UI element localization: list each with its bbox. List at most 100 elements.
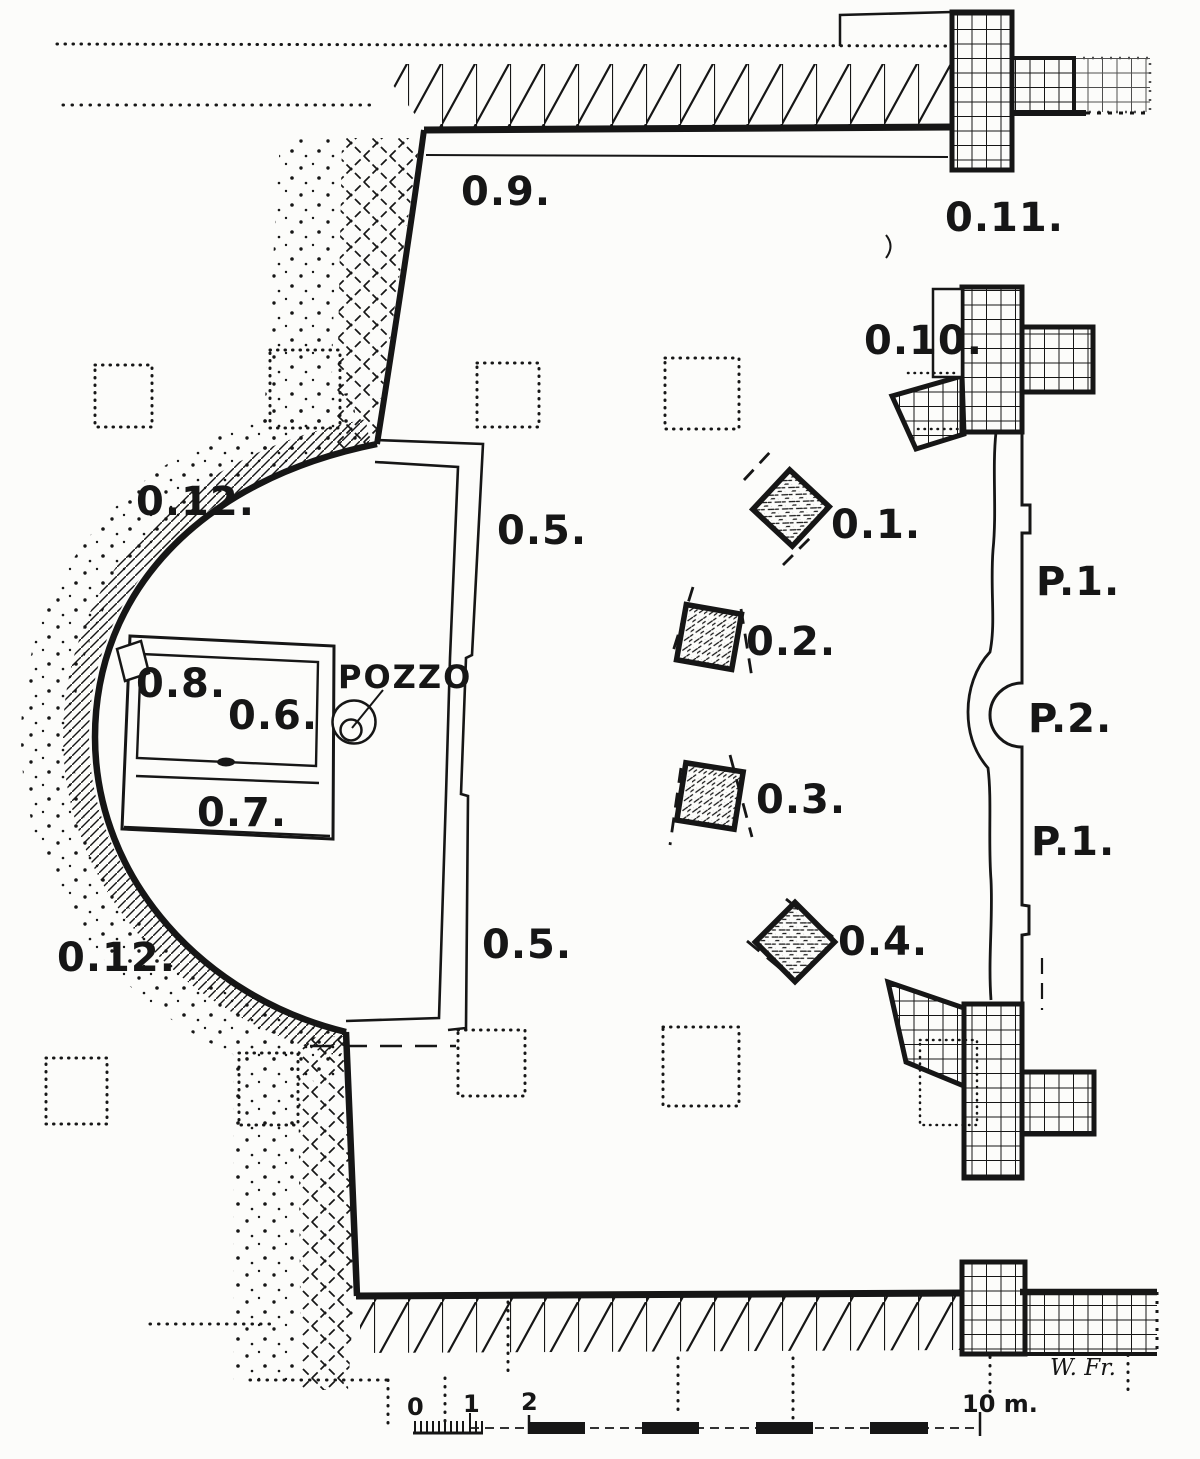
north-outer-dotted-line (55, 42, 950, 48)
label-0-3: 0.3. (756, 777, 846, 823)
north-wall-face-line (423, 123, 954, 134)
stray-mark (885, 234, 892, 259)
west-wall-line-top (374, 129, 427, 445)
east-wall-outer-line (988, 432, 1032, 1002)
well-inner-circle (339, 718, 363, 742)
scale-label-0: 0 (407, 1393, 424, 1421)
pillar-03 (673, 759, 747, 833)
pier-010-east-arm (1019, 324, 1096, 395)
label-p1-north: P.1. (1036, 559, 1120, 605)
west-wall-hatch-top (336, 138, 420, 454)
scale-bar-segment-4 (870, 1422, 928, 1434)
pier-011-arm-ruined (1072, 56, 1152, 114)
room-06-outline (135, 652, 320, 768)
label-0-12-south: 0.12. (57, 935, 176, 981)
foundation-square-sw2 (237, 1051, 300, 1127)
north-wall-hatching (377, 64, 952, 129)
pillars (668, 449, 839, 986)
label-0-4: 0.4. (838, 919, 928, 965)
pillar-01-dash-b (782, 536, 812, 566)
find-spot-mark (217, 757, 235, 767)
label-0-1: 0.1. (831, 502, 921, 548)
pillar-04 (751, 898, 839, 986)
apse-hatch-band (62, 419, 371, 1057)
plan-labels: 0.9. 0.11. 0.10. 0.12. 0.12. 0.5. 0.5. 0… (57, 169, 1120, 1421)
south-pier-band (1025, 1292, 1157, 1354)
pillar-02-dash-b (739, 608, 754, 679)
south-wall-hatching (360, 1295, 960, 1353)
south-wall (148, 1259, 1159, 1426)
room-08-pilaster (115, 639, 151, 683)
foundation-square-nw1 (93, 363, 154, 429)
pier-011-arm (1010, 56, 1076, 114)
label-0-5-north: 0.5. (497, 508, 587, 554)
foundation-square-nw2 (268, 348, 342, 430)
label-0-9: 0.9. (461, 169, 551, 215)
apse-wall-line (91, 440, 378, 1036)
west-stipple-bottom (233, 1042, 296, 1380)
scale-label-2: 2 (521, 1388, 538, 1416)
scale-bar-segment-2 (642, 1422, 699, 1434)
pier-southeast (884, 978, 1097, 1181)
apse-stipple-band (20, 392, 361, 1086)
foundation-square-n2 (663, 356, 741, 431)
pillar-04-dash-b (746, 939, 794, 981)
label-signature: W. Fr. (1050, 1355, 1116, 1381)
room-07-divider-line (135, 774, 320, 785)
pillar-02-dash-a (669, 586, 695, 659)
room-block-outline (120, 634, 336, 841)
north-annex-outline (838, 10, 953, 46)
pier-011-bar (949, 9, 1015, 173)
foundation-square-sw1 (44, 1056, 109, 1126)
scale-bar (413, 1412, 982, 1436)
label-0-10: 0.10. (864, 318, 983, 364)
south-wall-face-line (355, 1289, 964, 1300)
label-p1-south: P.1. (1031, 819, 1115, 865)
scale-label-10: 10 m. (962, 1390, 1038, 1418)
label-0-6: 0.6. (228, 693, 318, 739)
scale-label-1: 1 (463, 1390, 480, 1418)
pier-se-dotted-foundation (918, 1038, 979, 1127)
pier-010 (888, 284, 1096, 453)
label-0-5-south: 0.5. (482, 922, 572, 968)
east-wall-inner-wavy-line (966, 431, 998, 1001)
room-block-inner-bottom-line (123, 825, 331, 838)
west-wall-hatch-bottom (298, 1036, 354, 1296)
foundation-square-n1 (475, 361, 541, 429)
pillar-02 (673, 601, 745, 673)
foundation-square-s1 (456, 1028, 527, 1098)
pillar-01 (748, 465, 834, 551)
label-0-7: 0.7. (197, 790, 287, 836)
pier-se-bar (961, 1001, 1025, 1181)
pillar-03-dash-b (728, 754, 754, 838)
pier-010-southwest-arm (888, 372, 967, 453)
chancel-wall-inner-line (345, 460, 460, 1023)
chancel-wall-outer-line (376, 438, 485, 1032)
well-leader-line (351, 689, 384, 729)
label-0-8: 0.8. (136, 661, 226, 707)
west-wall-line-bottom (342, 1031, 361, 1297)
label-0-12-north: 0.12. (136, 479, 255, 525)
scale-bar-segment-3 (756, 1422, 813, 1434)
east-wall (966, 431, 1044, 1010)
pier-010-bar (959, 284, 1025, 435)
foundation-square-s2 (661, 1025, 741, 1108)
south-pier-block (959, 1259, 1028, 1357)
label-0-11: 0.11. (945, 195, 1064, 241)
pillar-03-dash-a (668, 767, 683, 846)
north-wall (55, 9, 1152, 259)
scale-comb-teeth (414, 1413, 483, 1433)
label-0-2: 0.2. (746, 619, 836, 665)
pier-se-northwest-arm (884, 978, 967, 1090)
pillar-04-dash-a (785, 897, 834, 939)
pier-010-annex-outline (931, 287, 964, 379)
label-p2: P.2. (1028, 696, 1112, 742)
foundation-squares (44, 348, 741, 1127)
west-stipple-top (262, 138, 338, 452)
chancel (115, 438, 485, 1048)
west-wall-hatch-corner (300, 1296, 354, 1390)
north-wall-inner-line (425, 154, 949, 158)
pier-se-east-arm (1019, 1069, 1097, 1137)
